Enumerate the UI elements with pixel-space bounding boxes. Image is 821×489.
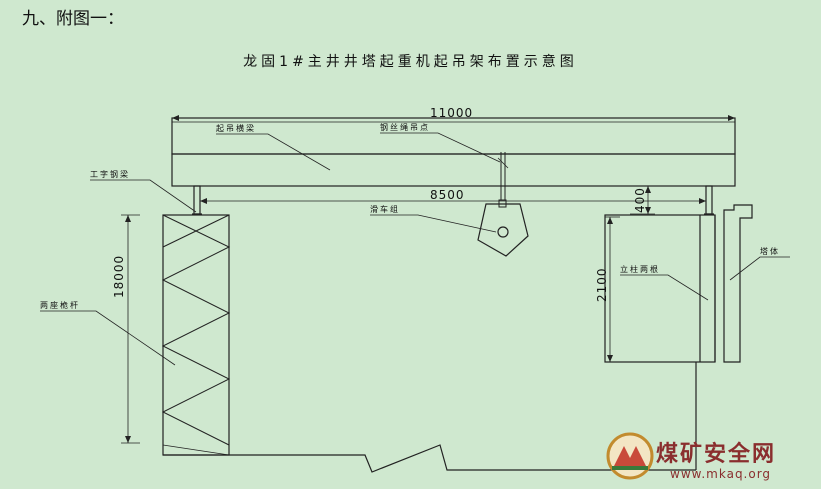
dim-span-total-text: 11000 xyxy=(430,106,473,120)
label-mast: 两座桅杆 xyxy=(40,300,80,310)
dim-offset: 400 xyxy=(630,185,655,215)
label-rope-point: 钢丝绳吊点 xyxy=(380,122,430,132)
label-i-beam: 工字钢梁 xyxy=(90,169,130,179)
ground-line xyxy=(163,444,696,473)
label-pulley: 滑车组 xyxy=(370,204,400,214)
dim-offset-text: 400 xyxy=(633,187,647,213)
beam-assembly xyxy=(171,117,736,187)
label-beam: 起吊横梁 xyxy=(216,123,256,133)
dim-span-inner-text: 8500 xyxy=(430,188,465,202)
column-block xyxy=(604,214,716,363)
label-column: 立柱两根 xyxy=(620,264,660,274)
lifting-beam xyxy=(171,117,736,155)
dim-span-inner: 8500 xyxy=(200,188,706,204)
dim-span-total: 11000 xyxy=(172,106,735,121)
lifting-beam-lower xyxy=(171,153,736,187)
dim-column-height: 2100 xyxy=(595,216,620,363)
leaders xyxy=(40,132,790,366)
tower-body xyxy=(723,204,753,363)
left-mast xyxy=(161,214,231,456)
diagram-title: 龙固1#主井井塔起重机起吊架布置示意图 xyxy=(243,54,578,70)
watermark: 煤矿安全网 www.mkaq.org xyxy=(606,432,776,481)
right-structure xyxy=(604,204,753,470)
dim-column-height-text: 2100 xyxy=(595,267,609,302)
pulley-block xyxy=(477,203,529,257)
watermark-name: 煤矿安全网 xyxy=(656,441,776,467)
watermark-logo-icon xyxy=(606,432,654,480)
watermark-url: www.mkaq.org xyxy=(670,467,771,481)
label-tower: 塔体 xyxy=(760,246,780,256)
wire-rope xyxy=(497,152,509,208)
section-heading: 九、附图一： xyxy=(22,9,124,29)
dim-mast-height: 18000 xyxy=(112,214,140,444)
dim-mast-height-text: 18000 xyxy=(112,255,126,298)
